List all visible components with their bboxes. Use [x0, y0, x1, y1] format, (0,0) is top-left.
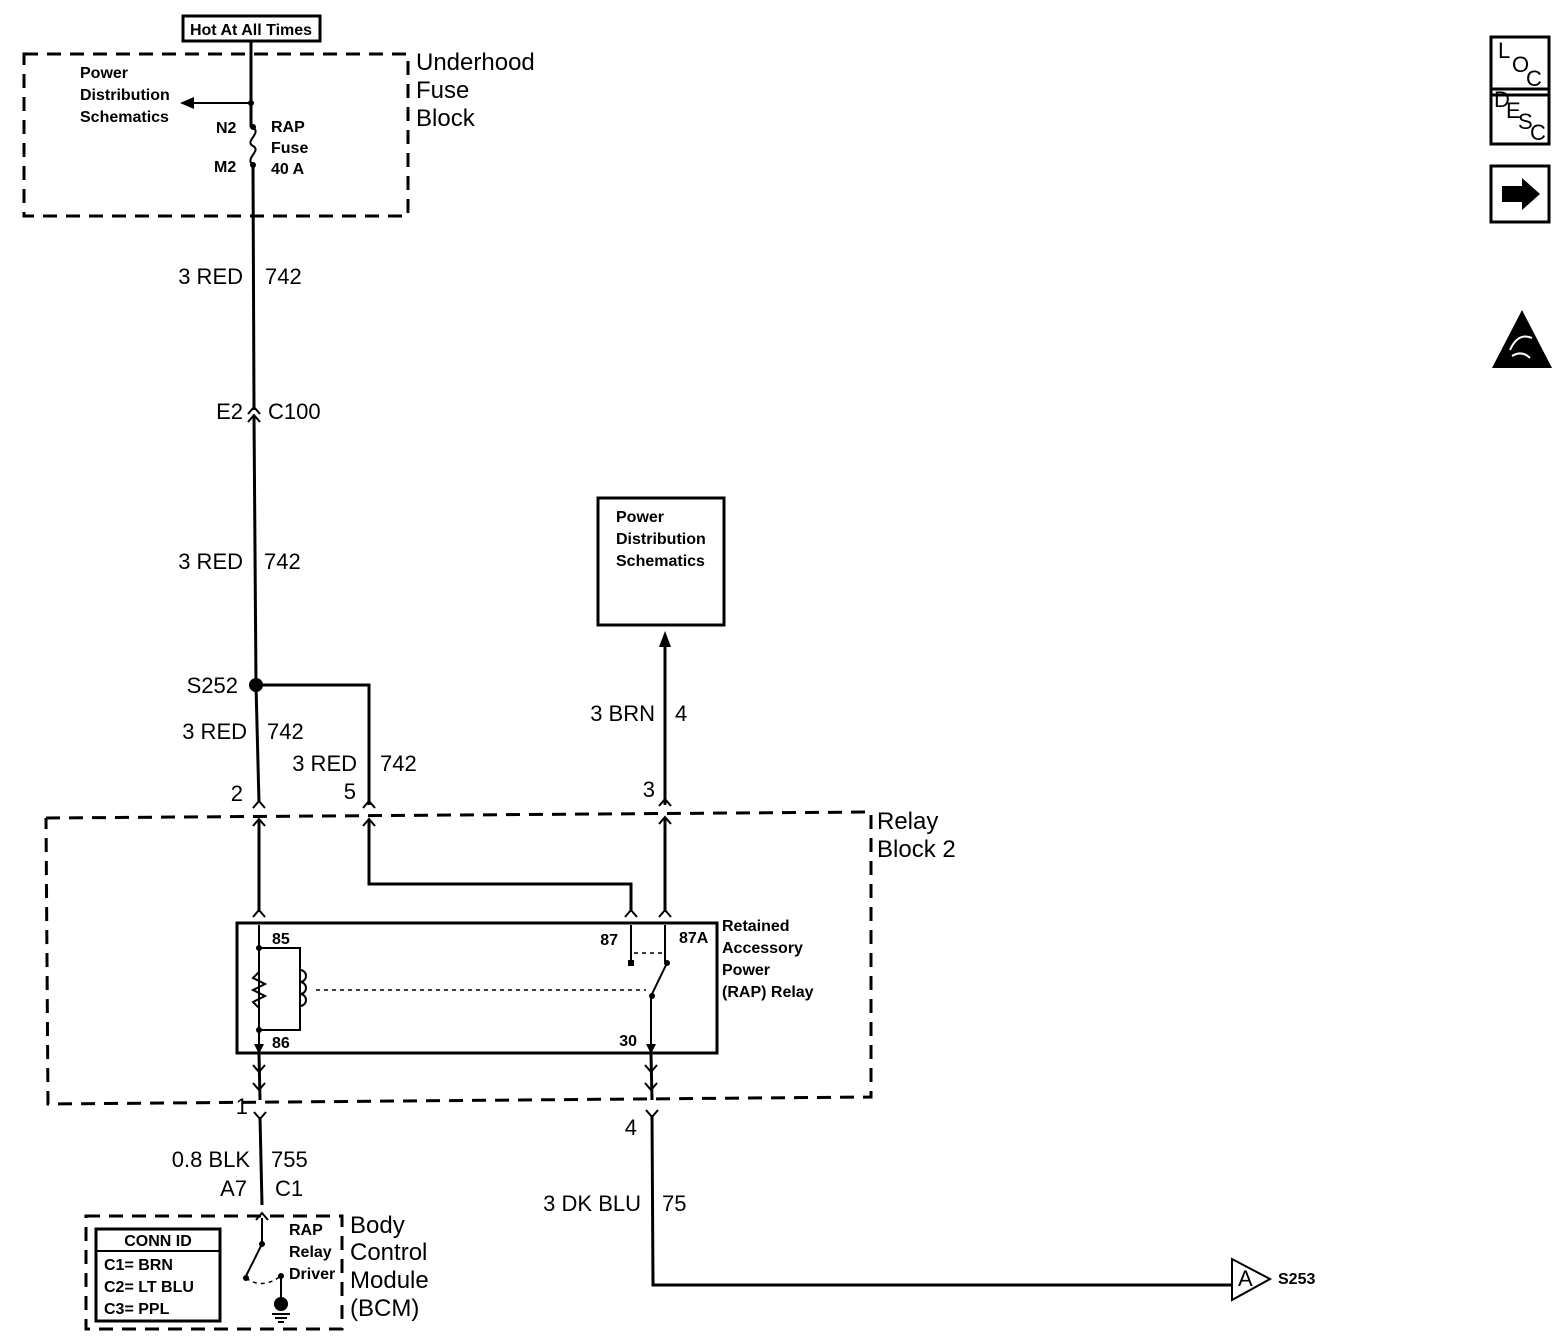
splice-s252-label: S252: [187, 673, 238, 698]
wire-755-circuit: 755: [271, 1147, 308, 1172]
svg-text:C: C: [1530, 120, 1546, 145]
pds-label-top-3: Schematics: [80, 109, 169, 126]
fuse-label-1: RAP: [271, 119, 305, 136]
rap-relay: Retained Accessory Power (RAP) Relay 85 …: [235, 918, 814, 1055]
svg-text:L: L: [1498, 38, 1510, 63]
esd-warning-icon: [1492, 310, 1552, 368]
svg-text:D: D: [1494, 87, 1510, 112]
relay-block-pin-2: 2: [231, 781, 243, 806]
underhood-label-1: Underhood: [416, 49, 535, 76]
relay-pin-87: 87: [600, 932, 618, 949]
right-arrow-icon[interactable]: [1489, 164, 1551, 224]
pin-m2: M2: [214, 159, 236, 176]
resistor-symbol: [250, 971, 268, 1009]
underhood-label-2: Fuse: [416, 77, 469, 104]
wire-742-circuit-d: 742: [380, 751, 417, 776]
wire-4-circuit: 4: [675, 701, 687, 726]
relay-pin-85: 85: [272, 931, 290, 948]
driver-label-2: Relay: [289, 1244, 332, 1261]
body-control-module: Body Control Module (BCM) CONN ID C1= BR…: [84, 1212, 429, 1331]
bcm-label-3: Module: [350, 1267, 429, 1294]
wire-75-color: 3 DK BLU: [543, 1191, 641, 1216]
c100-name: C100: [268, 399, 321, 424]
wire-742-circuit-a: 742: [265, 264, 302, 289]
underhood-fuse-block: Underhood Fuse Block Power Distribution …: [22, 49, 535, 218]
wire-742-color-b: 3 RED: [178, 549, 243, 574]
pds-box: Power Distribution Schematics: [596, 496, 726, 627]
relay-block-pin-3: 3: [643, 777, 655, 802]
relay-block-pin-5: 5: [344, 779, 356, 804]
pds-box-label-2: Distribution: [616, 531, 706, 548]
rap-fuse-symbol: [249, 126, 257, 166]
offpage-letter: A: [1238, 1266, 1253, 1291]
bcm-label-2: Control: [350, 1239, 427, 1266]
relay-label-4: (RAP) Relay: [722, 984, 814, 1001]
wire-4-color: 3 BRN: [590, 701, 655, 726]
svg-text:C: C: [1526, 66, 1542, 91]
wire-742-color-d: 3 RED: [292, 751, 357, 776]
pds-box-label-3: Schematics: [616, 553, 705, 570]
hot-at-all-times-label: Hot At All Times: [190, 22, 312, 39]
pds-box-label-1: Power: [616, 509, 664, 526]
conn-id-row-3: C3= PPL: [104, 1301, 170, 1318]
driver-label-1: RAP: [289, 1222, 323, 1239]
bcm-connector-c1: C1: [275, 1176, 303, 1201]
relay-block-pin-4: 4: [625, 1115, 637, 1140]
relay-coil-symbol: [299, 969, 307, 1007]
hot-at-all-times-box: Hot At All Times: [181, 14, 322, 43]
wire-742-circuit-b: 742: [264, 549, 301, 574]
conn-id-title: CONN ID: [124, 1233, 192, 1250]
pds-label-top-2: Distribution: [80, 87, 170, 104]
relay-block-pin-1: 1: [236, 1094, 248, 1119]
relay-block-label-2: Block 2: [877, 836, 956, 863]
svg-text:S: S: [1518, 109, 1533, 134]
relay-block-2: Relay Block 2 2 5 3 1 4: [44, 777, 956, 1140]
bcm-label-4: (BCM): [350, 1295, 419, 1322]
wire-755-color: 0.8 BLK: [172, 1147, 251, 1172]
relay-label-2: Accessory: [722, 940, 803, 957]
bcm-label-1: Body: [350, 1212, 405, 1239]
driver-label-3: Driver: [289, 1266, 335, 1283]
relay-pin-87a: 87A: [679, 930, 709, 947]
bcm-pin-a7: A7: [220, 1176, 247, 1201]
fuse-label-2: Fuse: [271, 140, 308, 157]
conn-id-row-2: C2= LT BLU: [104, 1279, 194, 1296]
c100-pin-e2: E2: [216, 399, 243, 424]
relay-block-label-1: Relay: [877, 808, 938, 835]
offpage-connector-a: A S253: [1231, 1257, 1315, 1302]
offpage-splice-s253: S253: [1278, 1271, 1315, 1288]
wire-742-circuit-c: 742: [267, 719, 304, 744]
pin-n2: N2: [216, 120, 237, 137]
fuse-label-3: 40 A: [271, 161, 305, 178]
relay-pin-30: 30: [619, 1033, 637, 1050]
wire-742-color-c: 3 RED: [182, 719, 247, 744]
relay-pin-86: 86: [272, 1035, 290, 1052]
connector-c100: E2 C100: [216, 399, 321, 424]
relay-label-1: Retained: [722, 918, 790, 935]
conn-id-row-1: C1= BRN: [104, 1257, 173, 1274]
svg-text:E: E: [1506, 98, 1521, 123]
loc-icon[interactable]: L O C: [1489, 35, 1551, 97]
pds-label-top-1: Power: [80, 65, 128, 82]
relay-label-3: Power: [722, 962, 770, 979]
wire-75-circuit: 75: [662, 1191, 686, 1216]
desc-icon[interactable]: D E S C: [1489, 87, 1551, 146]
underhood-label-3: Block: [416, 105, 476, 132]
conn-id-table: [94, 1227, 222, 1323]
svg-text:O: O: [1512, 52, 1529, 77]
wire-742-color-a: 3 RED: [178, 264, 243, 289]
